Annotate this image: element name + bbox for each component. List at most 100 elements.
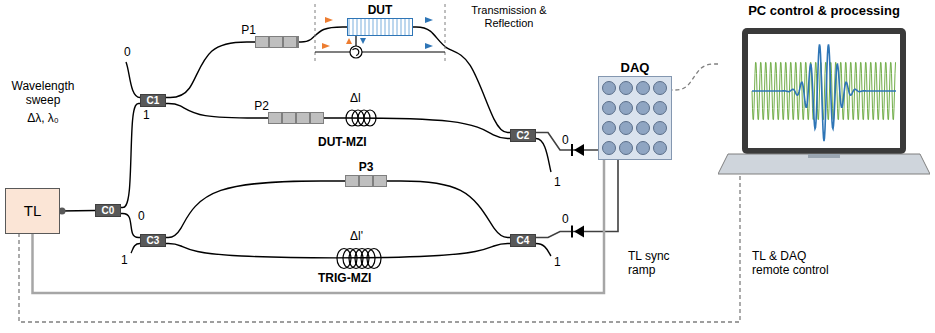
port-number: 0: [124, 46, 131, 60]
port-number: 0: [562, 213, 569, 227]
node-label: P2: [254, 100, 269, 113]
reflection-path: [353, 49, 359, 56]
fiber-stub: [536, 244, 551, 257]
fiber-stub: [536, 139, 551, 173]
coupler-box: C2: [510, 129, 536, 142]
reflection-path: [350, 46, 362, 58]
node-label: TL: [24, 203, 42, 220]
fiber-delay-coil: [364, 110, 376, 126]
optical-fiber: [166, 181, 345, 238]
daq-port: [620, 122, 633, 135]
node-label: PC control & processing: [718, 4, 930, 18]
optical-fiber: [121, 214, 140, 238]
control-link: [19, 176, 740, 322]
polarization-controller: P3: [345, 175, 387, 187]
port-number: 1: [143, 109, 150, 123]
coupler-label: C0: [102, 205, 115, 216]
fiber-stub: [126, 62, 551, 256]
photodetector: [574, 144, 584, 156]
optical-fiber: [166, 104, 268, 119]
port-number: 0: [138, 210, 145, 224]
sweep-note: Wavelength sweep: [4, 80, 82, 108]
coupler-label: C2: [517, 130, 530, 141]
daq-port: [637, 122, 650, 135]
detector-wire: [536, 160, 618, 238]
reflection-path: [355, 36, 356, 46]
sync-cable: [33, 160, 605, 293]
fiber-delay-coil: [337, 110, 381, 269]
laser-box: TL: [5, 188, 60, 234]
laptop-lip: [808, 154, 840, 158]
laptop-screen-frame: [742, 28, 906, 154]
daq-port: [620, 142, 633, 155]
control-link: [672, 64, 718, 90]
region-note: Transmission & Reflection: [462, 4, 556, 29]
light-direction-arrow: [325, 17, 333, 23]
optical-fiber: [413, 27, 510, 133]
node-label: P3: [359, 161, 374, 174]
daq-port: [603, 102, 616, 115]
polarization-controller: P2: [268, 112, 324, 124]
fiber-delay-coil: [367, 249, 381, 269]
light-direction-arrow: [322, 43, 330, 49]
laptop-icon: [718, 26, 930, 176]
daq-port: [620, 102, 633, 115]
port-number: 0: [562, 134, 569, 148]
daq-port: [620, 82, 633, 95]
daq-port: [637, 142, 650, 155]
interferometer-name: TRIG-MZI: [318, 272, 371, 286]
daq-port: [654, 142, 667, 155]
fiber-stub: [131, 244, 140, 254]
optical-fiber: [166, 244, 510, 258]
light-direction-arrow: [360, 38, 366, 44]
photodetector: [571, 144, 573, 156]
optical-fiber: [166, 42, 255, 98]
wavepacket-signal: [752, 44, 896, 141]
coupler-box: C1: [140, 94, 166, 107]
reflection-path: [315, 51, 350, 52]
signal-name: TL & DAQ remote control: [752, 250, 840, 278]
node-label: P1: [241, 24, 256, 37]
daq-box: DAQ: [598, 76, 672, 160]
coupler-box: C3: [140, 234, 166, 247]
optical-fiber: [121, 104, 140, 208]
pc-laptop: PC control & processing: [718, 4, 930, 176]
light-direction-arrow: [346, 38, 352, 44]
daq-port: [637, 102, 650, 115]
optical-fiber: [299, 27, 347, 42]
fiber-delay-coil: [361, 249, 375, 269]
signal-name: TL sync ramp: [628, 250, 686, 278]
light-direction-arrow: [425, 17, 433, 23]
daq-port-grid: [599, 77, 671, 159]
daq-port: [603, 122, 616, 135]
reflection-path: [315, 36, 445, 58]
fiber-stub: [126, 62, 140, 98]
coupler-box: C4: [510, 234, 536, 247]
polarization-controller: P1: [255, 36, 299, 48]
node-label: DAQ: [621, 61, 650, 75]
dut-region-border: [315, 4, 445, 64]
dut-region-border: [445, 4, 446, 64]
coupler-label: C1: [147, 95, 160, 106]
reflection-path: [362, 51, 445, 52]
daq-port: [654, 82, 667, 95]
port-number: 1: [554, 176, 561, 190]
port-number: 1: [121, 254, 128, 268]
dut-grating: DUT: [347, 18, 413, 36]
optical-fiber: [387, 181, 510, 238]
coupler-box: C0: [95, 204, 121, 217]
daq-port: [654, 122, 667, 135]
daq-port: [637, 82, 650, 95]
path-length-label: Δl': [350, 230, 363, 244]
dut-region-border: [315, 4, 316, 64]
sweep-parameters: Δλ, λ₀: [4, 112, 82, 126]
laptop-screen: [748, 34, 900, 148]
coupler-label: C4: [517, 235, 530, 246]
coupler-label: C3: [147, 235, 160, 246]
light-direction-arrow: [425, 43, 433, 49]
interferometer-name: DUT-MZI: [318, 136, 367, 150]
daq-port: [654, 102, 667, 115]
daq-port: [603, 142, 616, 155]
laptop-base: [718, 154, 930, 174]
